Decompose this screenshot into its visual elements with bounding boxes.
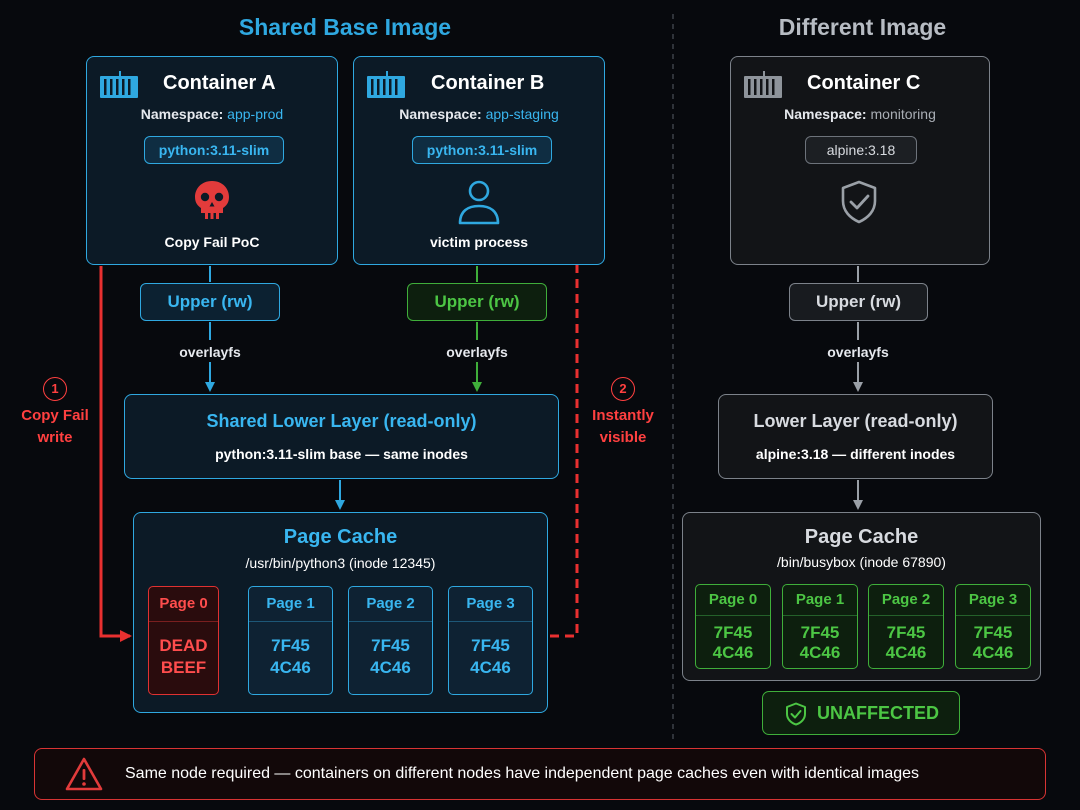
unaffected-badge: UNAFFECTED — [762, 691, 960, 735]
page-1: Page 1 7F45 4C46 — [782, 584, 858, 669]
page-label: Page 2 — [869, 585, 943, 616]
container-a-caption: Copy Fail PoC — [164, 234, 260, 250]
container-b-image-pill: python:3.11-slim — [412, 136, 552, 164]
container-b-card: Container B Namespace: app-staging pytho… — [353, 56, 605, 265]
page-value-line2: 4C46 — [270, 658, 311, 677]
page-value-line2: BEEF — [160, 658, 207, 677]
shared-lower-subtitle: python:3.11-slim base — same inodes — [215, 446, 468, 462]
page-value-line1: 7F45 — [973, 623, 1013, 642]
page-2: Page 2 7F45 4C46 — [868, 584, 944, 669]
container-c-title: Container C — [807, 72, 921, 94]
container-a-card: Container A Namespace: app-prod python:3… — [86, 56, 338, 265]
page-label: Page 2 — [349, 587, 432, 622]
step-1-line1: Copy Fail — [21, 407, 89, 424]
container-b-caption: victim process — [429, 234, 529, 250]
container-b-title: Container B — [431, 72, 545, 94]
container-icon — [744, 71, 782, 98]
namespace-value: app-prod — [227, 106, 284, 122]
upper-layer-b: Upper (rw) — [407, 283, 547, 321]
container-a-image-pill: python:3.11-slim — [144, 136, 284, 164]
instantly-visible-arrow — [550, 230, 583, 638]
page-value-line1: 7F45 — [371, 636, 410, 655]
step-1-line2: write — [37, 429, 73, 446]
page-label: Page 1 — [783, 585, 857, 616]
overlayfs-label-a: overlayfs — [179, 344, 241, 360]
warning-icon — [65, 757, 103, 791]
namespace-label: Namespace: — [140, 106, 224, 122]
namespace-label: Namespace: — [399, 106, 482, 122]
page-value-line1: DEAD — [159, 636, 208, 655]
upper-layer-c: Upper (rw) — [789, 283, 928, 321]
step-1-badge: 1 — [43, 377, 67, 401]
page-value-line1: 7F45 — [271, 636, 310, 655]
page-value-line1: 7F45 — [886, 623, 926, 642]
page-value-line2: 4C46 — [470, 658, 511, 677]
container-c-card: Container C Namespace: monitoring alpine… — [730, 56, 990, 265]
step-2-badge: 2 — [611, 377, 635, 401]
page-value-line1: 7F45 — [471, 636, 510, 655]
page-0: Page 0 7F45 4C46 — [695, 584, 771, 669]
other-page-cache: Page Cache /bin/busybox (inode 67890) Pa… — [682, 512, 1041, 681]
container-icon — [367, 71, 405, 98]
user-icon — [458, 180, 500, 225]
upper-layer-a: Upper (rw) — [140, 283, 280, 321]
copy-fail-write-arrow — [99, 266, 132, 642]
page-value-line2: 4C46 — [799, 643, 841, 662]
container-b-namespace: Namespace: app-staging — [354, 106, 604, 122]
page-cache-file: /bin/busybox (inode 67890) — [777, 554, 946, 570]
page-label: Page 0 — [696, 585, 770, 616]
page-cache-title: Page Cache — [804, 526, 919, 548]
page-3: Page 3 7F45 4C46 — [448, 586, 533, 695]
container-c-namespace: Namespace: monitoring — [731, 106, 989, 122]
shield-check-icon — [786, 702, 806, 726]
shared-lower-layer: Shared Lower Layer (read-only) python:3.… — [124, 394, 559, 479]
overlayfs-label-b: overlayfs — [446, 344, 508, 360]
page-label: Page 3 — [449, 587, 532, 622]
shield-check-icon — [841, 180, 877, 224]
other-lower-layer: Lower Layer (read-only) alpine:3.18 — di… — [718, 394, 993, 479]
step-2-line1: Instantly — [592, 407, 654, 424]
page-3: Page 3 7F45 4C46 — [955, 584, 1031, 669]
page-label: Page 3 — [956, 585, 1030, 616]
container-icon — [100, 71, 138, 98]
step-1-label: Copy Fail write — [10, 405, 100, 449]
shared-base-title: Shared Base Image — [238, 14, 452, 40]
container-a-title: Container A — [163, 72, 276, 94]
page-label: Page 1 — [249, 587, 332, 622]
step-2-label: Instantly visible — [582, 405, 664, 449]
page-value-line2: 4C46 — [370, 658, 411, 677]
container-a-namespace: Namespace: app-prod — [87, 106, 337, 122]
page-value-line2: 4C46 — [712, 643, 754, 662]
shared-page-cache: Page Cache /usr/bin/python3 (inode 12345… — [133, 512, 548, 713]
page-value-line1: 7F45 — [800, 623, 840, 642]
shared-lower-title: Shared Lower Layer (read-only) — [206, 411, 477, 431]
overlayfs-label-c: overlayfs — [827, 344, 889, 360]
warning-banner: Same node required — containers on diffe… — [34, 748, 1046, 800]
namespace-label: Namespace: — [784, 106, 867, 122]
skull-icon — [195, 181, 229, 219]
step-2-line2: visible — [599, 429, 647, 446]
page-label: Page 0 — [149, 587, 218, 622]
warning-text: Same node required — containers on diffe… — [125, 765, 920, 782]
page-cache-title: Page Cache — [283, 526, 398, 548]
page-value-line2: 4C46 — [972, 643, 1014, 662]
other-lower-subtitle: alpine:3.18 — different inodes — [755, 446, 956, 462]
unaffected-label: UNAFFECTED — [817, 703, 939, 723]
page-cache-file: /usr/bin/python3 (inode 12345) — [245, 555, 436, 571]
container-c-image-pill: alpine:3.18 — [805, 136, 917, 164]
other-lower-title: Lower Layer (read-only) — [753, 411, 958, 431]
different-image-title: Different Image — [778, 14, 947, 40]
page-value-line2: 4C46 — [885, 643, 927, 662]
page-2: Page 2 7F45 4C46 — [348, 586, 433, 695]
namespace-value: monitoring — [870, 106, 936, 122]
page-1: Page 1 7F45 4C46 — [248, 586, 333, 695]
page-value-line1: 7F45 — [713, 623, 753, 642]
namespace-value: app-staging — [485, 106, 559, 122]
page-0-corrupted: Page 0 DEAD BEEF — [148, 586, 219, 695]
